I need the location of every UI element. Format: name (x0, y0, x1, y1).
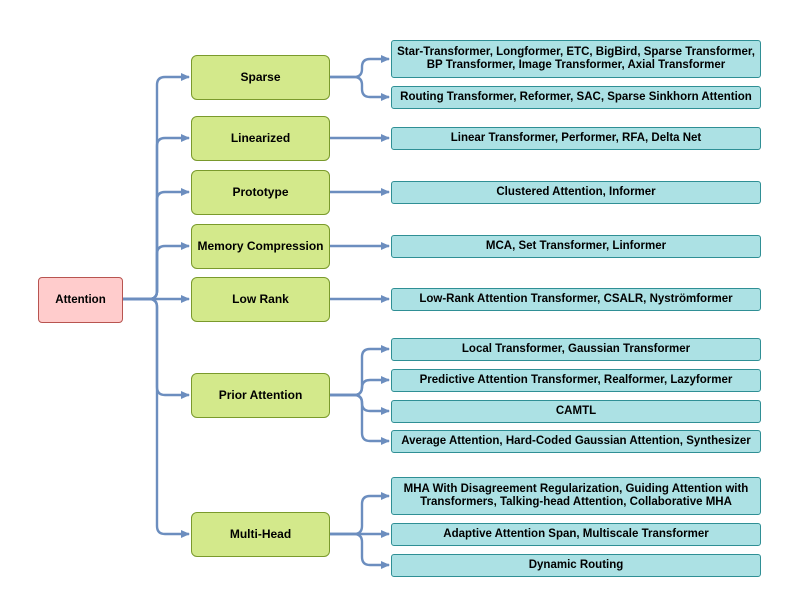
category-prior-attention: Prior Attention (191, 373, 330, 418)
method-box: Star-Transformer, Longformer, ETC, BigBi… (391, 40, 761, 78)
category-label: Sparse (240, 70, 281, 84)
method-label: CAMTL (555, 405, 597, 417)
method-label: Adaptive Attention Span, Multiscale Tran… (443, 528, 709, 540)
method-label: Local Transformer, Gaussian Transformer (461, 343, 691, 355)
connector-arrow (330, 492, 390, 536)
method-box: Routing Transformer, Reformer, SAC, Spar… (391, 86, 761, 109)
connector-arrow (330, 55, 390, 79)
method-label: Dynamic Routing (528, 559, 624, 571)
method-label: MHA With Disagreement Regularization, Gu… (403, 483, 749, 508)
method-label: Linear Transformer, Performer, RFA, Delt… (450, 132, 702, 144)
attention-root-label: Attention (55, 293, 106, 306)
method-box: CAMTL (391, 400, 761, 423)
category-linearized: Linearized (191, 116, 330, 161)
method-box: MCA, Set Transformer, Linformer (391, 235, 761, 258)
category-sparse: Sparse (191, 55, 330, 100)
connector-arrow (330, 393, 390, 445)
category-label: Prototype (232, 185, 289, 199)
connector-arrow (330, 532, 390, 569)
category-memory-compression: Memory Compression (191, 224, 330, 269)
method-box: Dynamic Routing (391, 554, 761, 577)
connector-arrow (330, 345, 390, 397)
category-label: Prior Attention (218, 388, 303, 402)
category-low-rank: Low Rank (191, 277, 330, 322)
category-prototype: Prototype (191, 170, 330, 215)
category-multi-head: Multi-Head (191, 512, 330, 557)
method-label: MCA, Set Transformer, Linformer (485, 240, 667, 252)
method-label: Predictive Attention Transformer, Realfo… (419, 374, 733, 386)
method-box: Linear Transformer, Performer, RFA, Delt… (391, 127, 761, 150)
connector-arrow (123, 297, 190, 538)
method-box: Local Transformer, Gaussian Transformer (391, 338, 761, 361)
method-box: Clustered Attention, Informer (391, 181, 761, 204)
method-box: Predictive Attention Transformer, Realfo… (391, 369, 761, 392)
method-box: Adaptive Attention Span, Multiscale Tran… (391, 523, 761, 546)
method-box: MHA With Disagreement Regularization, Gu… (391, 477, 761, 515)
method-box: Average Attention, Hard-Coded Gaussian A… (391, 430, 761, 453)
connector-arrow (123, 242, 190, 301)
connector-arrow (330, 376, 390, 397)
category-label: Memory Compression (197, 239, 324, 253)
method-label: Low-Rank Attention Transformer, CSALR, N… (419, 293, 733, 305)
method-label: Star-Transformer, Longformer, ETC, BigBi… (397, 46, 755, 71)
method-box: Low-Rank Attention Transformer, CSALR, N… (391, 288, 761, 311)
method-label: Clustered Attention, Informer (496, 186, 656, 198)
connector-arrow (330, 75, 390, 101)
category-label: Multi-Head (229, 527, 292, 541)
category-label: Linearized (230, 131, 291, 145)
method-label: Routing Transformer, Reformer, SAC, Spar… (400, 91, 752, 103)
category-label: Low Rank (232, 292, 289, 306)
attention-root-node: Attention (38, 277, 123, 323)
method-label: Average Attention, Hard-Coded Gaussian A… (401, 435, 751, 447)
